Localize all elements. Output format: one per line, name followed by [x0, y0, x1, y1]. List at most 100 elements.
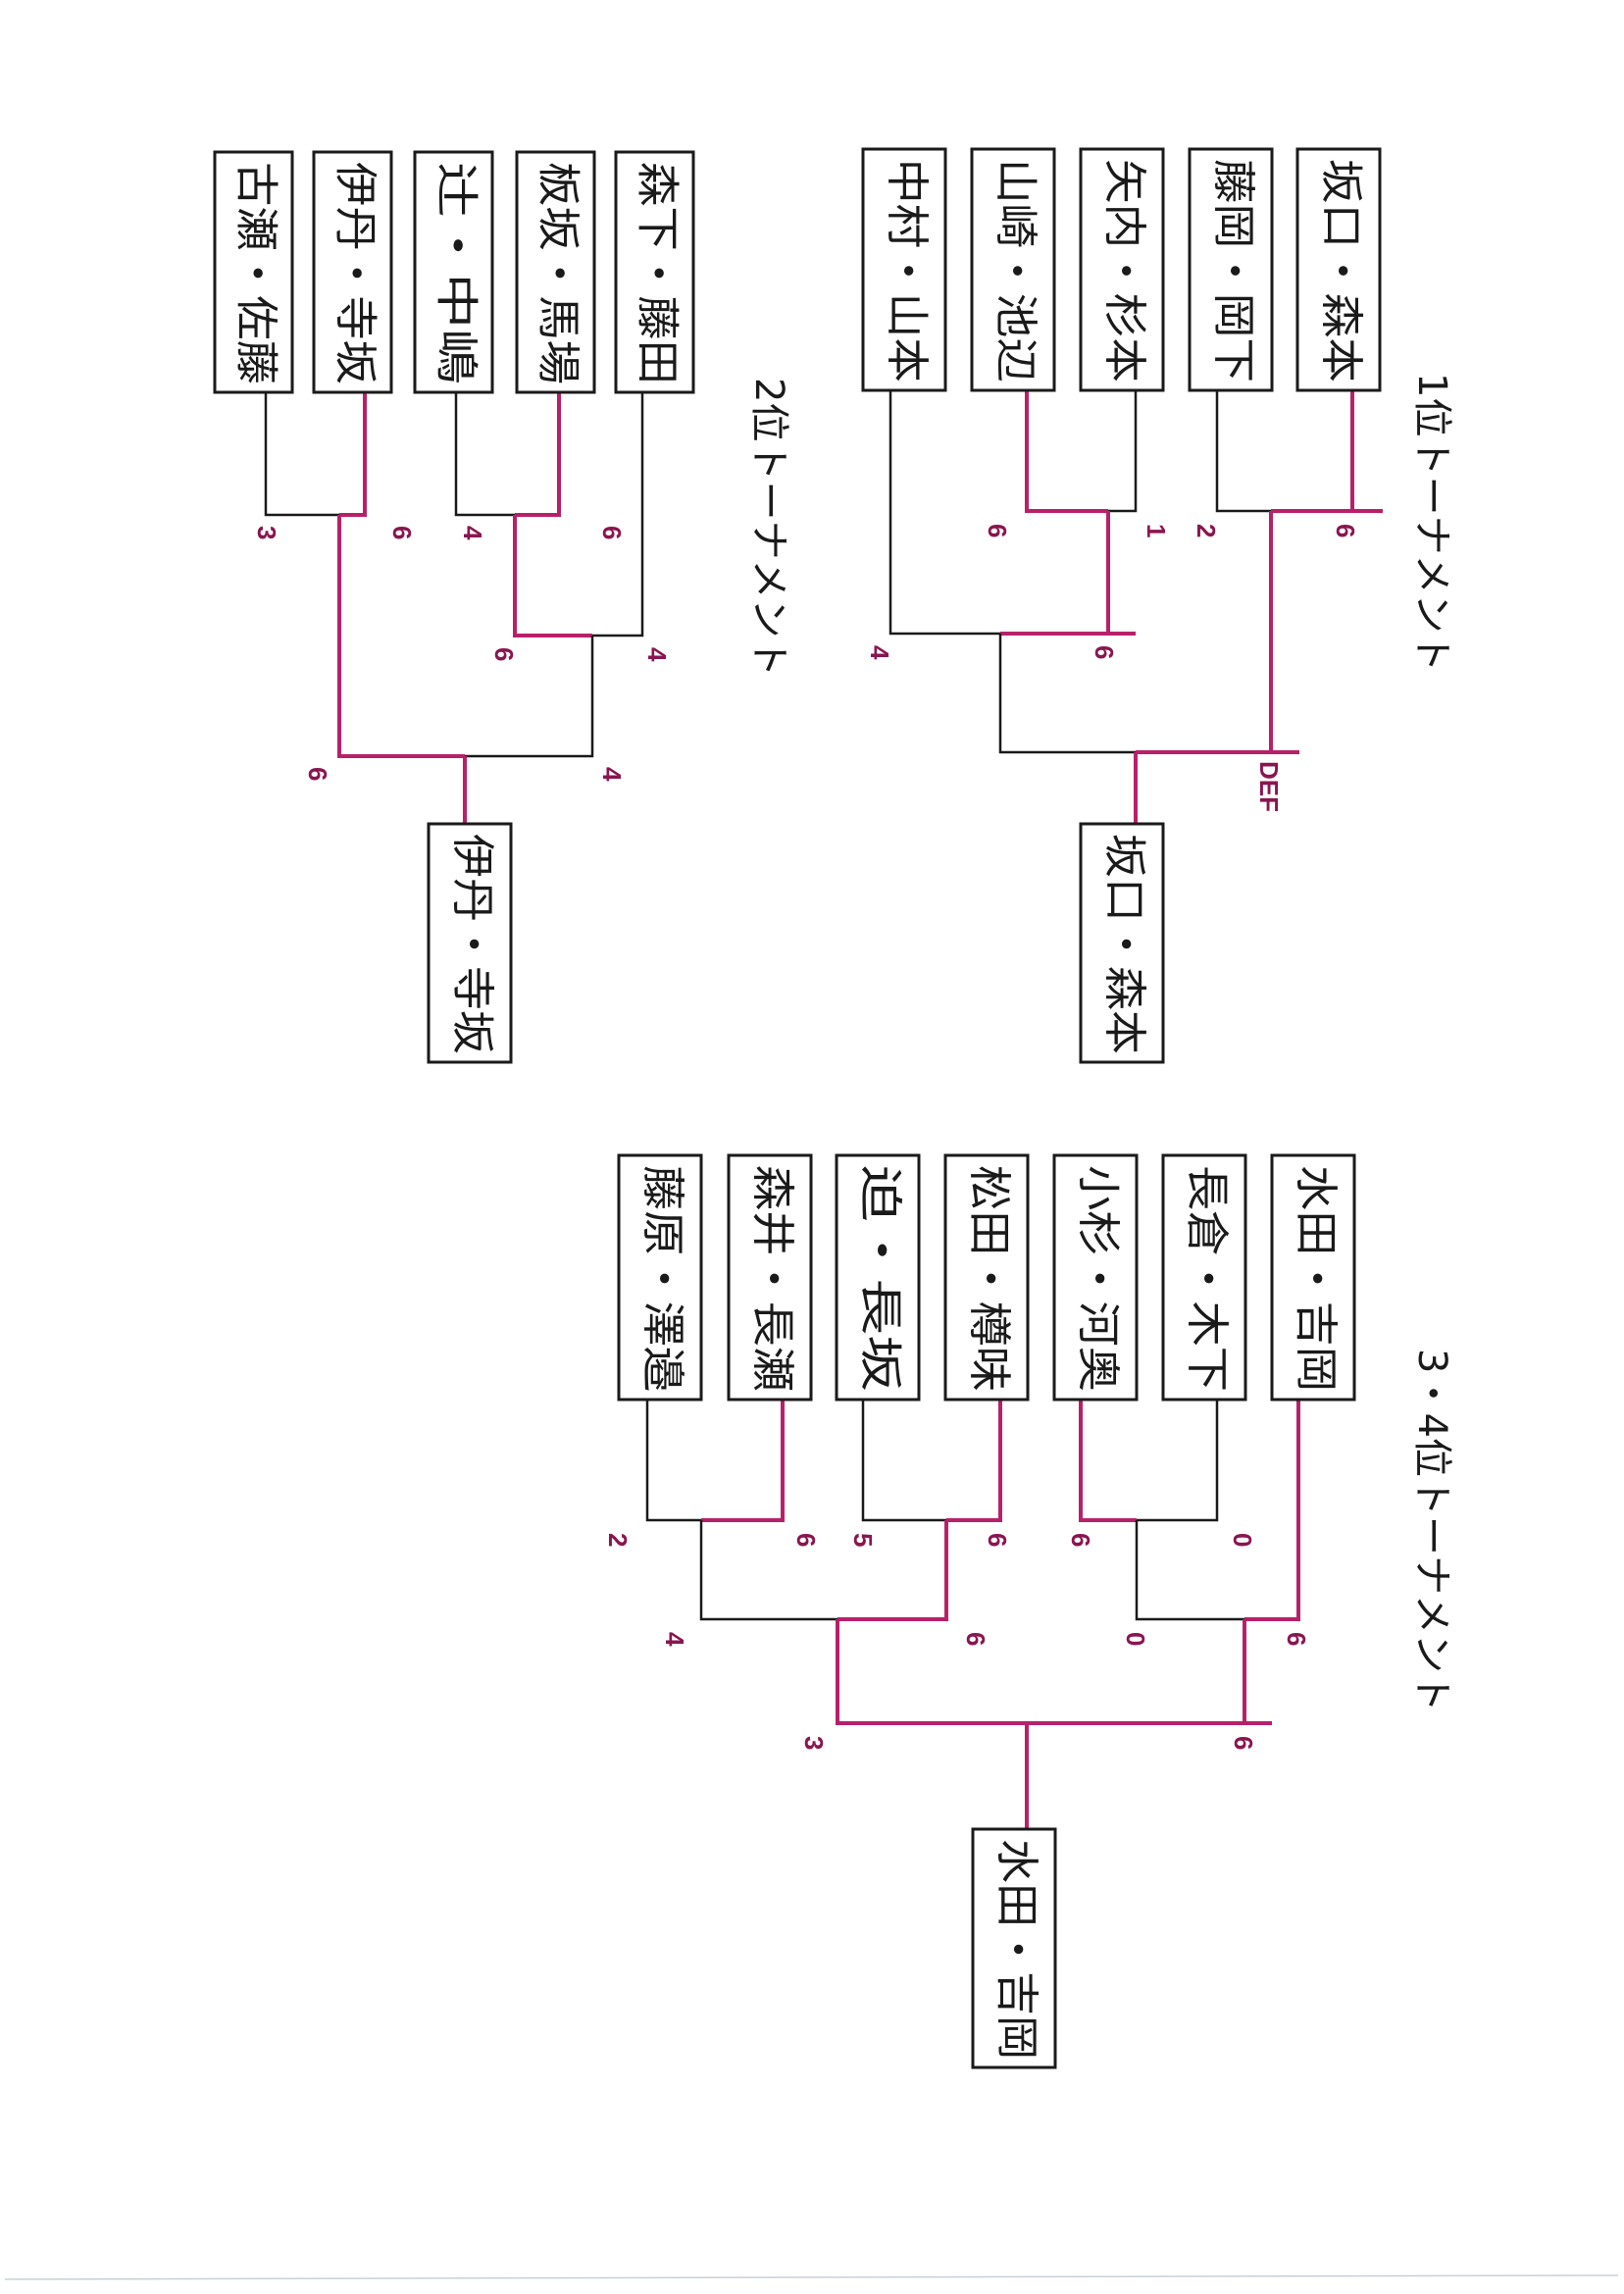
t1-score: 2: [1192, 524, 1221, 537]
t2-entrant-box: [614, 150, 695, 394]
t2-entrant-box-label: 森下・藤田: [633, 162, 683, 384]
t3-entrant-box: [835, 1153, 921, 1402]
t2-score: 4: [642, 647, 672, 662]
t3-entrant-box: [617, 1153, 703, 1402]
bracket-line: [1135, 1520, 1244, 1621]
labels: 坂口・森本藤岡・岡下矢内・杉本山崎・池辺中村・山本1位トーナメント621664D…: [231, 159, 1455, 2060]
winner-line: [946, 1400, 1002, 1522]
t3-score: 4: [660, 1632, 689, 1647]
bracket-line: [888, 390, 1000, 636]
bracket-line: [1215, 390, 1271, 513]
t2-score: 6: [489, 647, 519, 661]
t1-champion-box-label: 坂口・森本: [1099, 834, 1149, 1054]
bracket-line: [1137, 1400, 1219, 1522]
t2-entrant-box: [413, 150, 494, 394]
name-boxes: [213, 147, 1382, 2069]
t3-entrant-box-label: 藤原・澤邉: [637, 1165, 687, 1392]
t3-score: 6: [791, 1533, 821, 1547]
bracket-line: [645, 1400, 701, 1522]
t3-champion-box-label: 水田・吉岡: [991, 1839, 1041, 2060]
t3-entrant-box-label: 長倉・木下: [1182, 1165, 1232, 1392]
winner-line: [837, 1520, 948, 1621]
t2-entrant-box-label: 板坂・馬場: [533, 162, 584, 384]
t2-entrant-box-label: 伊丹・寺坂: [330, 162, 381, 384]
t1-entrant-box: [861, 147, 947, 392]
t3-entrant-box-label: 水田・吉岡: [1291, 1165, 1341, 1392]
t3-champion-box: [971, 1827, 1057, 2069]
t3-score: 6: [961, 1632, 990, 1646]
t1-score: 4: [865, 645, 894, 660]
t1-title: 1位トーナメント: [1409, 373, 1454, 672]
t2-entrant-box: [312, 150, 393, 394]
t3-entrant-box: [1052, 1153, 1139, 1402]
winner-line: [515, 392, 561, 517]
t1-entrant-box: [1295, 147, 1382, 392]
t3-score: 3: [799, 1736, 829, 1750]
t2-title: 2位トーナメント: [746, 378, 791, 677]
t2-score: 3: [252, 526, 281, 539]
bracket-line: [465, 636, 594, 758]
t1-entrant-box-label: 中村・山本: [882, 159, 932, 382]
t3-entrant-box-label: 森井・長瀬: [747, 1165, 797, 1392]
bracket-line: [998, 634, 1136, 754]
t3-entrant-box: [727, 1153, 813, 1402]
t3-entrant-box-label: 小杉・河奥: [1073, 1165, 1123, 1392]
t3-entrant-box: [943, 1153, 1030, 1402]
t2-entrant-box-label: 古瀬・佐藤: [231, 162, 281, 384]
winner-line: [1025, 390, 1108, 513]
winner-line: [1243, 1619, 1272, 1725]
t1-champion-box: [1079, 822, 1165, 1064]
t2-entrant-box: [515, 150, 596, 394]
t3-title: 3・4位トーナメント: [1409, 1349, 1454, 1712]
t3-entrant-box-label: 松田・樽味: [964, 1165, 1014, 1392]
bracket-line: [1108, 390, 1138, 513]
page-edge-line: [4, 2274, 1619, 2280]
t2-score: 6: [597, 526, 627, 539]
t1-score: 6: [1331, 524, 1360, 537]
bracket-line: [264, 392, 339, 517]
t3-entrant-box: [1270, 1153, 1356, 1402]
t2-entrant-box: [213, 150, 294, 394]
t3-score: 0: [1121, 1632, 1150, 1646]
t1-entrant-box: [970, 147, 1056, 392]
t1-score: 6: [1090, 645, 1119, 659]
t1-score: 1: [1142, 524, 1171, 537]
winner-line: [339, 392, 367, 517]
t1-entrant-box-label: 山崎・池辺: [990, 159, 1040, 382]
t3-score: 0: [1228, 1533, 1257, 1547]
t1-entrant-box: [1079, 147, 1165, 392]
t2-entrant-box-label: 辻・中嶋: [431, 162, 482, 384]
winner-line: [836, 1619, 1027, 1725]
t1-score-def: DEF: [1254, 761, 1284, 812]
t3-entrant-box-label: 迫・長坂: [855, 1165, 905, 1392]
winner-line: [1079, 1400, 1137, 1522]
t3-score: 6: [1282, 1632, 1311, 1646]
winner-line: [337, 515, 465, 758]
bracket-line: [699, 1520, 837, 1621]
t3-score: 6: [1229, 1736, 1258, 1750]
t3-score: 6: [983, 1533, 1012, 1547]
bracket-line: [592, 392, 644, 637]
bracket-line: [861, 1400, 946, 1522]
t2-champion-box-label: 伊丹・寺坂: [447, 834, 497, 1054]
t1-entrant-box-label: 坂口・森本: [1316, 159, 1366, 382]
t3-score: 2: [603, 1533, 633, 1547]
t1-score: 6: [983, 524, 1012, 537]
t3-entrant-box: [1161, 1153, 1247, 1402]
winner-line: [701, 1400, 785, 1522]
winner-line: [1244, 1400, 1300, 1621]
t2-score: 6: [303, 767, 332, 781]
winner-line: [513, 515, 592, 637]
bracket-lines: [264, 390, 1383, 1829]
t2-score: 4: [458, 526, 487, 540]
t1-entrant-box: [1188, 147, 1274, 392]
t3-score: 6: [1066, 1533, 1095, 1547]
t1-entrant-box-label: 矢内・杉本: [1099, 159, 1149, 382]
t2-champion-box: [427, 822, 513, 1064]
t2-score: 4: [597, 767, 627, 782]
t3-score: 5: [848, 1533, 878, 1547]
t1-entrant-box-label: 藤岡・岡下: [1208, 159, 1258, 382]
bracket-line: [454, 392, 515, 517]
t2-score: 6: [387, 526, 417, 539]
